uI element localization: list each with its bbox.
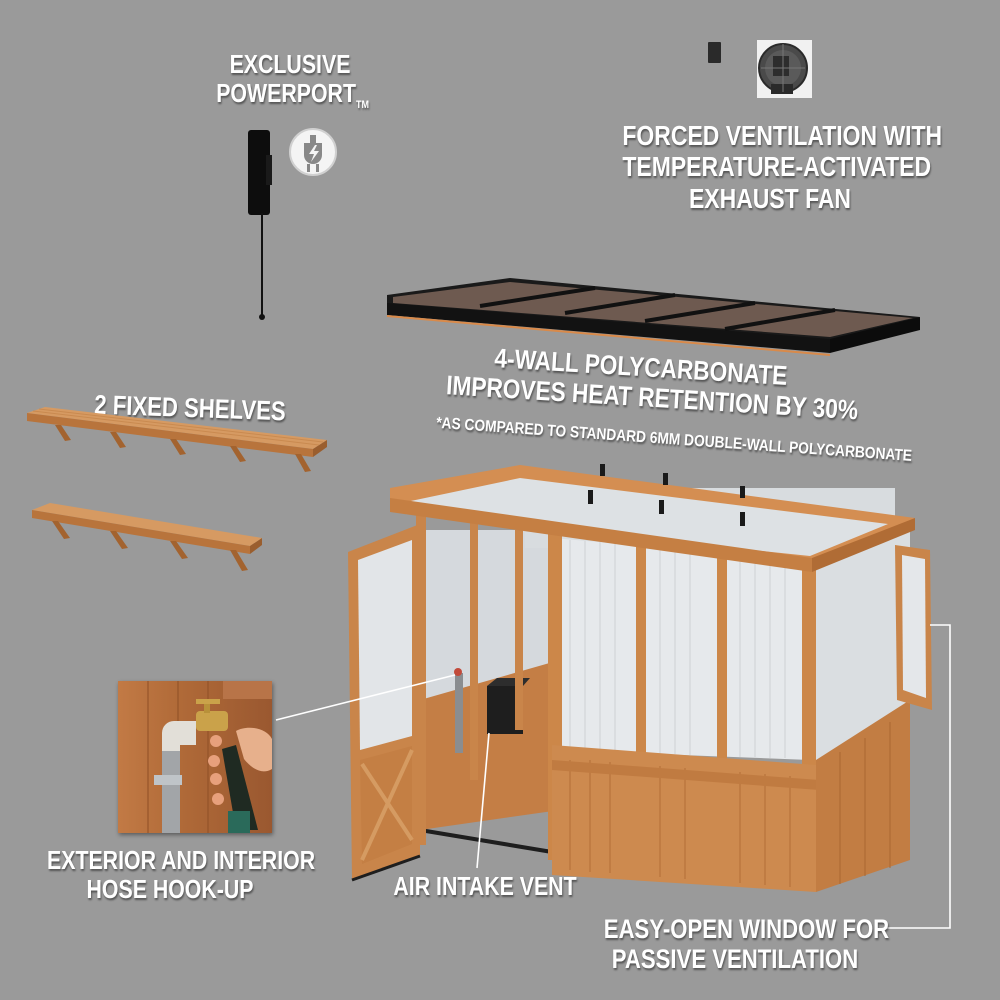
thermostat-sensor-icon <box>708 42 721 63</box>
exhaust-line-3: EXHAUST FAN <box>688 182 852 214</box>
shelf-top-illustration <box>27 407 327 472</box>
air-vent-line-1: AIR INTAKE VENT <box>393 871 577 901</box>
shelf-bottom-illustration <box>32 503 262 571</box>
powerport-line-1: EXCLUSIVE <box>229 49 351 79</box>
window-line-2: PASSIVE VENTILATION <box>611 944 859 975</box>
trademark: TM <box>355 99 370 112</box>
window-line-1: EASY-OPEN WINDOW FOR <box>603 914 890 944</box>
exhaust-fan-icon <box>757 40 812 98</box>
hose-line-2: HOSE HOOK-UP <box>86 874 254 905</box>
hose-hookup-photo <box>118 681 272 833</box>
exhaust-line-1: FORCED VENTILATION WITH <box>622 120 943 151</box>
powerport-device-icon <box>248 130 272 320</box>
exhaust-fan-label: FORCED VENTILATION WITH TEMPERATURE-ACTI… <box>622 120 943 214</box>
roof-panel-illustration <box>386 278 920 356</box>
faucet-hose-illustration <box>147 681 272 833</box>
plug-lightning-icon <box>289 128 337 176</box>
easy-open-window-label: EASY-OPEN WINDOW FOR PASSIVE VENTILATION <box>603 914 890 975</box>
air-intake-vent-label: AIR INTAKE VENT <box>391 871 580 901</box>
exhaust-line-2: TEMPERATURE-ACTIVATED <box>622 151 932 183</box>
powerport-label: EXCLUSIVE POWERPORTTM <box>216 49 370 112</box>
greenhouse-illustration <box>348 464 932 892</box>
powerport-line-2: POWERPORTTM <box>216 78 370 112</box>
hose-label: EXTERIOR AND INTERIOR HOSE HOOK-UP <box>47 845 316 905</box>
hose-line-1: EXTERIOR AND INTERIOR <box>47 845 316 875</box>
